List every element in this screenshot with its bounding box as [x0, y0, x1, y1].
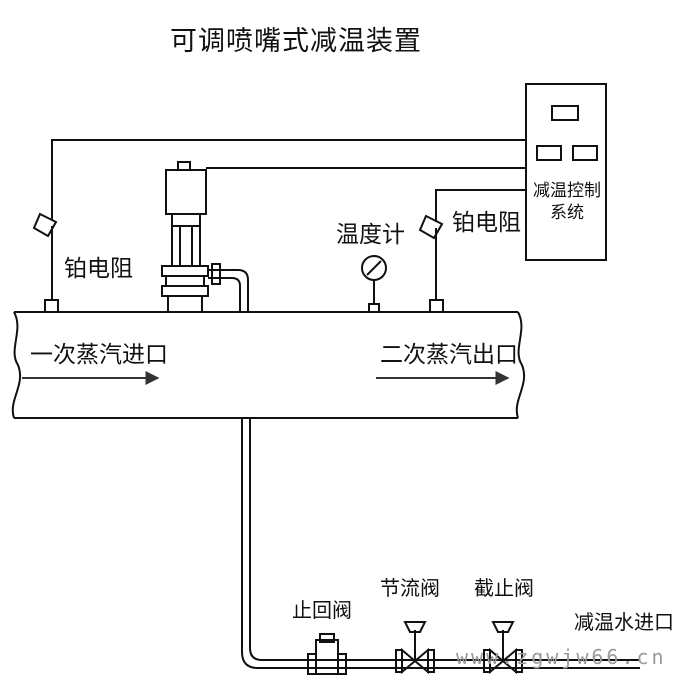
label-pt-left: 铂电阻: [64, 256, 133, 282]
control-display-top: [551, 105, 579, 121]
label-steam-in: 一次蒸汽进口: [30, 342, 168, 368]
label-pt-right: 铂电阻: [452, 210, 521, 236]
signal-line-right-sensor: [435, 189, 526, 222]
pipe-left-break: [11, 311, 21, 419]
actuator-body: [165, 169, 207, 215]
throttle-valve-handwheel: [403, 621, 427, 633]
label-steam-out: 二次蒸汽出口: [380, 342, 518, 368]
control-box: [525, 83, 607, 261]
check-valve-cap: [319, 633, 335, 643]
nozzle-flange-bottom: [161, 285, 209, 297]
label-check-valve: 止回阀: [292, 598, 352, 622]
water-elbow: [208, 269, 249, 312]
diagram-title: 可调喷嘴式减温装置: [170, 26, 422, 57]
label-water-in: 减温水进口: [574, 610, 674, 634]
actuator-neck: [171, 213, 201, 227]
water-pipe: [241, 418, 640, 669]
stop-valve-handwheel: [491, 621, 515, 633]
sensor-right-base: [429, 299, 444, 313]
nozzle-flange-mid: [165, 275, 205, 287]
nozzle-flange-top: [161, 265, 209, 277]
label-control-system: 减温控制系统: [533, 181, 601, 223]
control-display-left: [536, 145, 562, 161]
nozzle-seat: [167, 295, 203, 313]
actuator-stem: [171, 225, 201, 267]
actuator-cap: [177, 161, 191, 171]
water-elbow-flange: [211, 263, 221, 285]
control-display-right: [572, 145, 598, 161]
thermometer-base: [368, 303, 380, 313]
pipe-right-break: [515, 311, 525, 419]
sensor-left-base: [44, 299, 59, 313]
label-thermometer: 温度计: [336, 222, 405, 248]
sensor-left-head: [32, 212, 58, 238]
sensor-right-head: [418, 214, 444, 240]
label-stop-valve: 截止阀: [474, 576, 534, 600]
watermark-text: www.zgwjw66.cn: [456, 645, 667, 669]
label-throttle-valve: 节流阀: [380, 576, 440, 600]
signal-line-left-sensor: [51, 139, 526, 220]
